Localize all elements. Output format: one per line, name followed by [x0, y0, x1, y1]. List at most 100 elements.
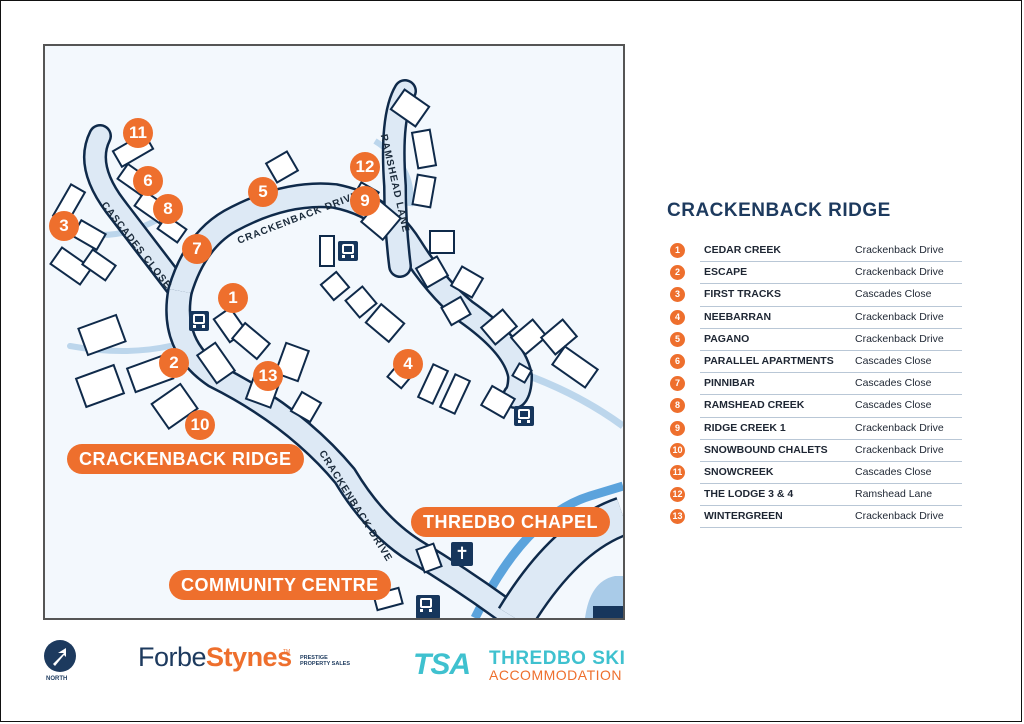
legend-row: 6 PARALLEL APARTMENTS Cascades Close [670, 351, 962, 374]
legend-title: CRACKENBACK RIDGE [667, 200, 891, 221]
bus-icon [416, 595, 440, 618]
trademark: TM [283, 649, 291, 655]
legend-number-badge: 4 [670, 309, 685, 325]
legend-divider [700, 283, 962, 285]
map-pin-12[interactable]: 12 [350, 152, 380, 182]
legend-street-name: Crackenback Drive [855, 510, 944, 523]
legend-number-badge: 8 [670, 398, 685, 414]
legend-list: 1 CEDAR CREEK Crackenback Drive 2 ESCAPE Crac… [670, 240, 962, 529]
legend-number-badge: 11 [670, 464, 685, 480]
legend-property-name: RIDGE CREEK 1 [704, 421, 786, 434]
legend-divider [700, 438, 962, 440]
north-label: NORTH [46, 676, 68, 682]
map-pin-3[interactable]: 3 [49, 211, 79, 241]
legend-divider [700, 527, 962, 529]
legend-divider [700, 460, 962, 462]
map-pin-7[interactable]: 7 [182, 234, 212, 264]
legend-property-name: CEDAR CREEK [704, 244, 782, 256]
legend-street-name: Crackenback Drive [855, 443, 944, 456]
tsa-logo-line1: THREDBO SKI [489, 648, 626, 669]
legend-property-name: PARALLEL APARTMENTS [704, 354, 834, 367]
cross-icon: ✝ [451, 542, 473, 566]
legend-street-name: Crackenback Drive [855, 244, 944, 256]
tagline-line-1: PRESTIGE [300, 655, 328, 661]
tagline-line-2: PROPERTY SALES [300, 661, 351, 667]
legend-street-name: Crackenback Drive [855, 310, 944, 323]
legend-row: 11 SNOWCREEK Cascades Close [670, 462, 962, 485]
map-pin-1[interactable]: 1 [218, 283, 248, 313]
bus-icon [189, 311, 209, 331]
legend-number-badge: 7 [670, 376, 685, 392]
legend-property-name: SNOWCREEK [704, 465, 774, 478]
legend-street-name: Crackenback Drive [855, 332, 944, 345]
legend-number-badge: 3 [670, 287, 685, 303]
bus-icon [338, 241, 358, 261]
legend-number-badge: 9 [670, 420, 685, 436]
tsa-logo-mark: TSA [413, 648, 471, 681]
legend-number-badge: 5 [670, 331, 685, 347]
logo-text-part2: Stynes [206, 642, 292, 672]
legend-divider [700, 416, 962, 418]
legend-divider [700, 327, 962, 329]
legend-street-name: Crackenback Drive [855, 421, 944, 434]
legend-street-name: Crackenback Drive [855, 266, 944, 279]
map-pin-13[interactable]: 13 [253, 361, 283, 391]
place-label-community-centre[interactable]: COMMUNITY CENTRE [169, 570, 391, 600]
legend-row: 1 CEDAR CREEK Crackenback Drive [670, 240, 962, 263]
map-pin-2[interactable]: 2 [159, 348, 189, 378]
legend-property-name: NEEBARRAN [704, 310, 772, 323]
legend-street-name: Cascades Close [855, 288, 932, 301]
legend-number-badge: 1 [670, 243, 685, 258]
legend-number-badge: 12 [670, 487, 685, 503]
place-label-crackenback-ridge[interactable]: CRACKENBACK RIDGE [67, 444, 304, 474]
map-pin-8[interactable]: 8 [153, 194, 183, 224]
legend-row: 10 SNOWBOUND CHALETS Crackenback Drive [670, 440, 962, 462]
legend-divider [700, 372, 962, 374]
legend-row: 8 RAMSHEAD CREEK Cascades Close [670, 395, 962, 418]
legend-street-name: Cascades Close [855, 377, 932, 390]
legend-street-name: Cascades Close [855, 465, 932, 478]
tsa-logo-line2: ACCOMMODATION [489, 667, 623, 683]
map-pin-11[interactable]: 11 [123, 118, 153, 148]
legend-street-name: Cascades Close [855, 399, 932, 412]
map-pin-5[interactable]: 5 [248, 177, 278, 207]
legend-divider [700, 394, 962, 396]
legend-row: 2 ESCAPE Crackenback Drive [670, 262, 962, 285]
legend-row: 9 RIDGE CREEK 1 Crackenback Drive [670, 418, 962, 440]
legend-divider [700, 349, 962, 351]
legend-divider [700, 261, 962, 263]
legend-property-name: SNOWBOUND CHALETS [704, 443, 828, 456]
legend-number-badge: 6 [670, 353, 685, 369]
legend-street-name: Ramshead Lane [855, 488, 933, 501]
map-pin-9[interactable]: 9 [350, 186, 380, 216]
map-pin-10[interactable]: 10 [185, 410, 215, 440]
legend-row: 5 PAGANO Crackenback Drive [670, 329, 962, 351]
legend-property-name: RAMSHEAD CREEK [704, 399, 805, 412]
place-label-thredbo-chapel[interactable]: THREDBO CHAPEL [411, 507, 611, 537]
map-pin-6[interactable]: 6 [133, 166, 163, 196]
legend-divider [700, 505, 962, 507]
legend-property-name: PAGANO [704, 332, 750, 345]
legend-property-name: ESCAPE [704, 266, 748, 279]
creek-2 [67, 343, 173, 354]
legend-row: 7 PINNIBAR Cascades Close [670, 373, 962, 396]
legend-street-name: Cascades Close [855, 354, 932, 367]
legend-row: 12 THE LODGE 3 & 4 Ramshead Lane [670, 484, 962, 507]
legend-row: 3 FIRST TRACKS Cascades Close [670, 284, 962, 307]
legend-property-name: FIRST TRACKS [704, 288, 781, 301]
legend-divider [700, 305, 962, 307]
legend-number-badge: 10 [670, 442, 685, 458]
legend-number-badge: 13 [670, 509, 685, 525]
bus-icon [514, 406, 534, 426]
map[interactable]: CASCADES CLOSE CRACKENBACK DRIVE RAMSHEA… [43, 44, 625, 620]
legend-row: 4 NEEBARRAN Crackenback Drive [670, 307, 962, 329]
map-pin-4[interactable]: 4 [393, 349, 423, 379]
forbes-stynes-logo: ForbeStynes [138, 642, 292, 673]
legend-property-name: WINTERGREEN [704, 510, 783, 523]
legend-divider [700, 483, 962, 485]
legend-property-name: THE LODGE 3 & 4 [704, 488, 794, 501]
legend-row: 13 WINTERGREEN Crackenback Drive [670, 506, 962, 529]
legend-property-name: PINNIBAR [704, 377, 755, 390]
legend-number-badge: 2 [670, 265, 685, 281]
